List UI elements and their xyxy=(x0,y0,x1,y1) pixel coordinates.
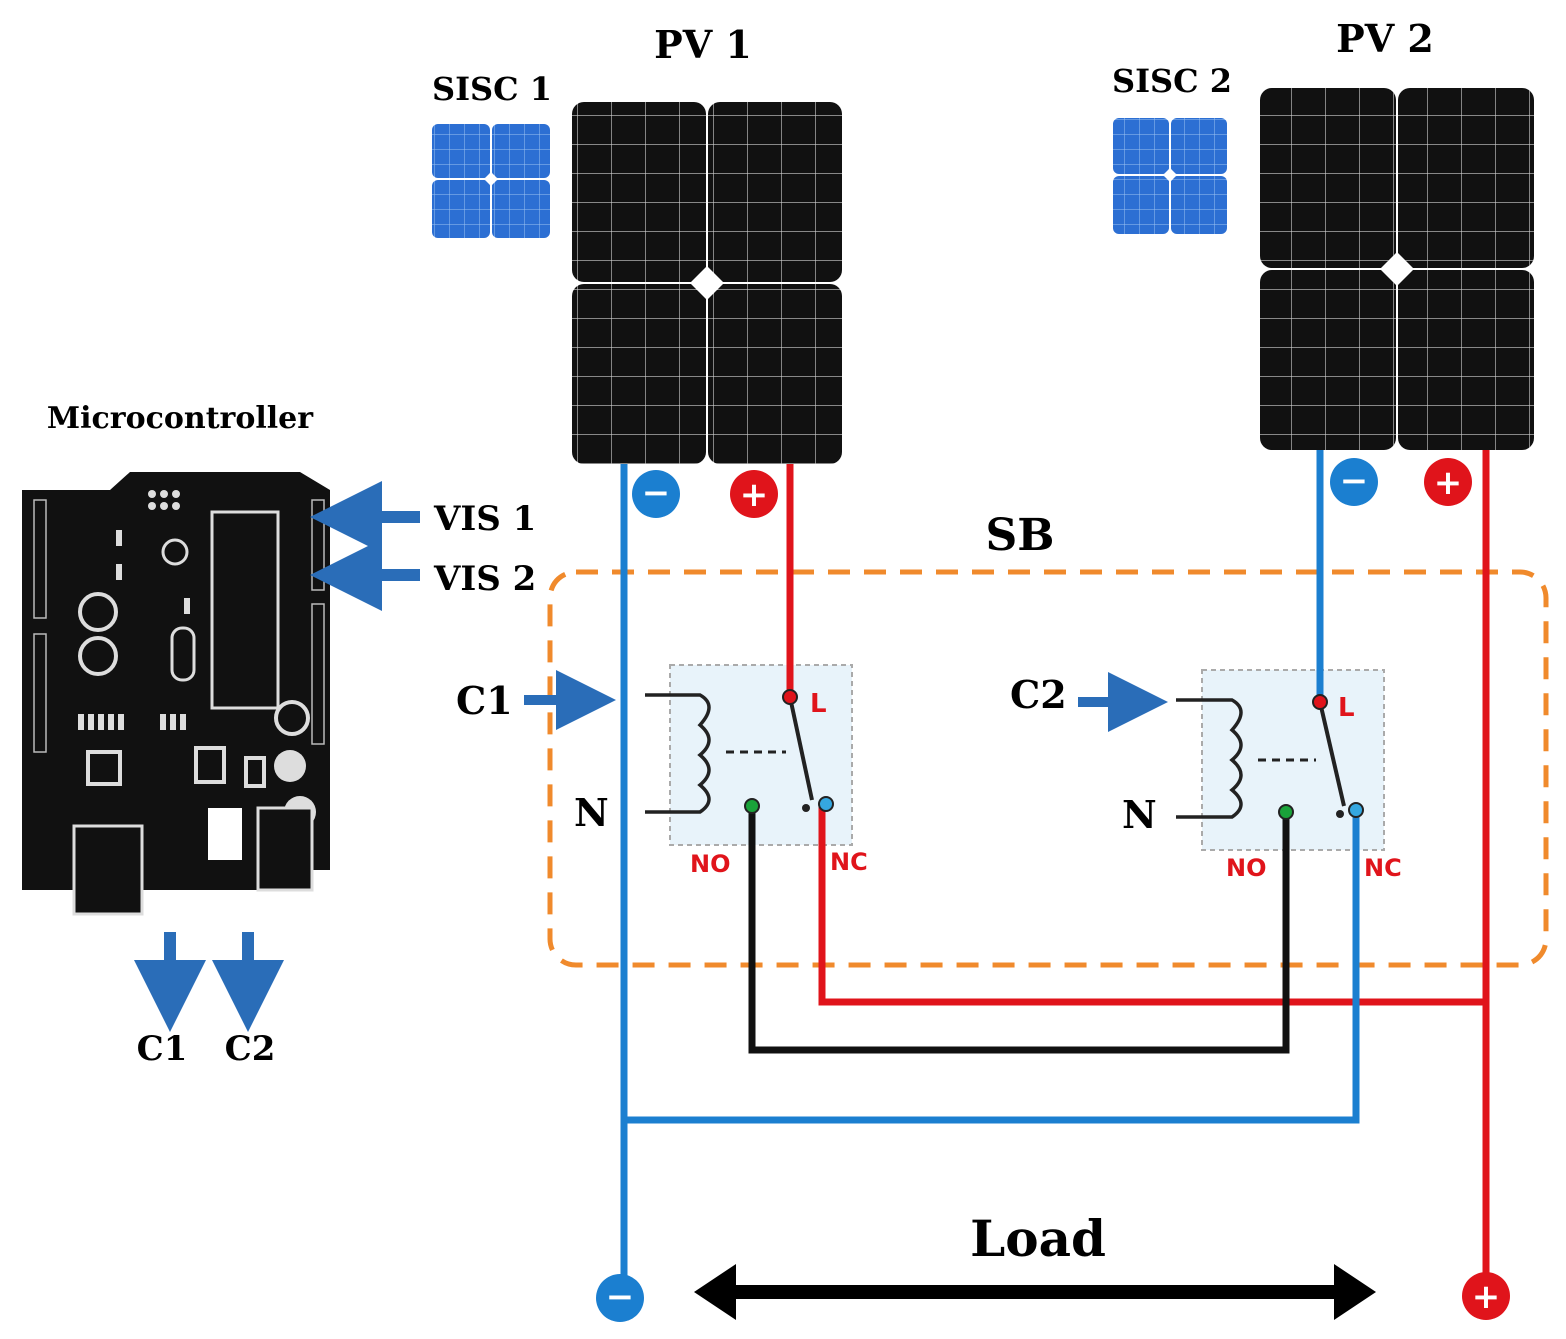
pv1-cell-bl xyxy=(572,284,706,464)
pv1-minus-badge: − xyxy=(632,470,680,518)
relay1-n-label: N xyxy=(574,790,609,835)
relay1-l-label: L xyxy=(810,689,827,719)
load-label: Load xyxy=(970,1209,1106,1268)
pv1-center-gap xyxy=(690,266,724,300)
relay2-n-label: N xyxy=(1122,792,1157,837)
pv2-label: PV 2 xyxy=(1336,16,1434,61)
relay2-l-label: L xyxy=(1338,693,1355,723)
relay1-no-terminal xyxy=(744,798,760,814)
relay1-nc-label: NC xyxy=(830,848,868,876)
sb-box xyxy=(547,569,1549,968)
sisc2-label: SISC 2 xyxy=(1112,62,1232,100)
relay2-pivot xyxy=(1336,810,1344,818)
c1-out-label: C1 xyxy=(137,1029,188,1069)
load-plus-badge: + xyxy=(1462,1272,1510,1320)
microcontroller-label: Microcontroller xyxy=(47,401,314,436)
relay2-nc-wire xyxy=(624,812,1360,1124)
pv1-cell-tl xyxy=(572,102,706,282)
sisc1-cell xyxy=(432,124,550,238)
pv1-cell-br xyxy=(708,284,842,464)
svg-text:−: − xyxy=(606,1277,635,1317)
relay2-coil xyxy=(1176,698,1243,819)
c2-out-label: C2 xyxy=(225,1029,276,1069)
load-double-arrow xyxy=(694,1264,1376,1320)
sisc2-cell xyxy=(1113,118,1227,234)
relay1-nc-terminal xyxy=(818,796,834,812)
relay2-no-terminal xyxy=(1278,804,1294,820)
vis1-label: VIS 1 xyxy=(433,499,536,539)
pv2-cell-bl xyxy=(1260,270,1396,450)
relay1-c1-label: C1 xyxy=(456,678,513,723)
svg-text:+: + xyxy=(1434,463,1463,503)
sisc1-label: SISC 1 xyxy=(432,70,552,108)
relay1-nc-wire xyxy=(818,806,1486,1006)
relay2-no-label: NO xyxy=(1226,854,1267,882)
load-minus-badge: − xyxy=(596,1274,644,1322)
pv1-cell-tr xyxy=(708,102,842,282)
pv1-plus-badge: + xyxy=(730,470,778,518)
relay1-l-terminal xyxy=(782,689,798,705)
relay2-c2-label: C2 xyxy=(1010,672,1067,717)
microcontroller-board xyxy=(22,472,330,916)
svg-text:+: + xyxy=(740,475,769,515)
vis2-label: VIS 2 xyxy=(433,559,536,599)
relay1-pivot xyxy=(802,804,810,812)
relay2-l-terminal xyxy=(1312,694,1328,710)
pv2-cell-br xyxy=(1398,270,1534,450)
pv2-plus-badge: + xyxy=(1424,458,1472,506)
svg-text:−: − xyxy=(1340,461,1369,501)
pv2-cell-tr xyxy=(1398,88,1534,268)
pv1-label: PV 1 xyxy=(654,22,752,67)
sb-label: SB xyxy=(986,510,1055,561)
svg-text:+: + xyxy=(1472,1277,1501,1317)
pv2-center-gap xyxy=(1380,252,1414,286)
pv2-panel xyxy=(1260,88,1534,450)
relay2-switch-arm xyxy=(1318,701,1346,807)
pv2-minus-badge: − xyxy=(1330,458,1378,506)
pv1-panel xyxy=(572,102,842,464)
relay1-no-label: NO xyxy=(690,850,731,878)
svg-text:−: − xyxy=(642,473,671,513)
relay1-switch-arm xyxy=(788,696,814,801)
no-link-wire xyxy=(748,806,1290,1054)
relay1-coil xyxy=(645,693,711,814)
pv2-cell-tl xyxy=(1260,88,1396,268)
relay2-nc-label: NC xyxy=(1364,854,1402,882)
relay2-nc-terminal xyxy=(1348,802,1364,818)
